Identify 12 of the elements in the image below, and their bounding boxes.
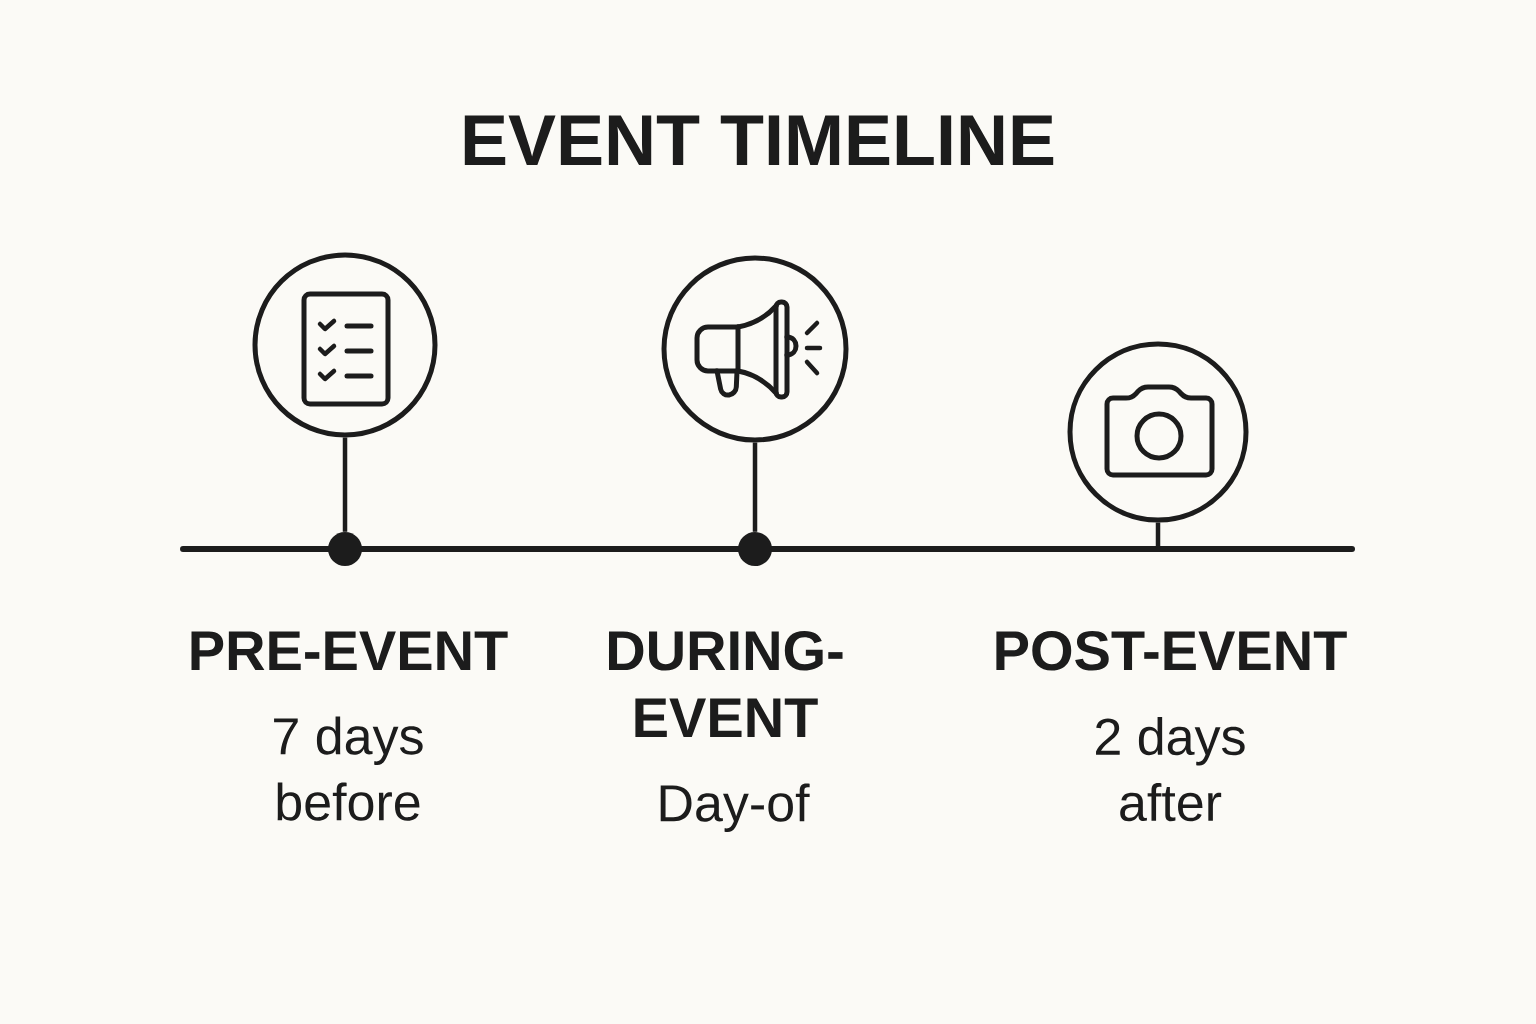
timeline-dot <box>738 532 772 566</box>
stem-line <box>752 442 758 532</box>
phase-heading: DURING-EVENT <box>609 630 843 737</box>
phase-duration: 7 days before <box>274 716 423 821</box>
title: EVENT TIMELINE <box>464 115 1054 165</box>
stem-line <box>1155 522 1161 549</box>
stem-line <box>342 437 348 532</box>
phase-heading: PRE-EVENT <box>191 631 508 670</box>
phase-heading: POST-EVENT <box>996 630 1347 671</box>
timeline-dot <box>328 532 362 566</box>
phase-duration: 2 days after <box>1096 717 1245 822</box>
phase-duration: Day-of <box>660 783 810 832</box>
